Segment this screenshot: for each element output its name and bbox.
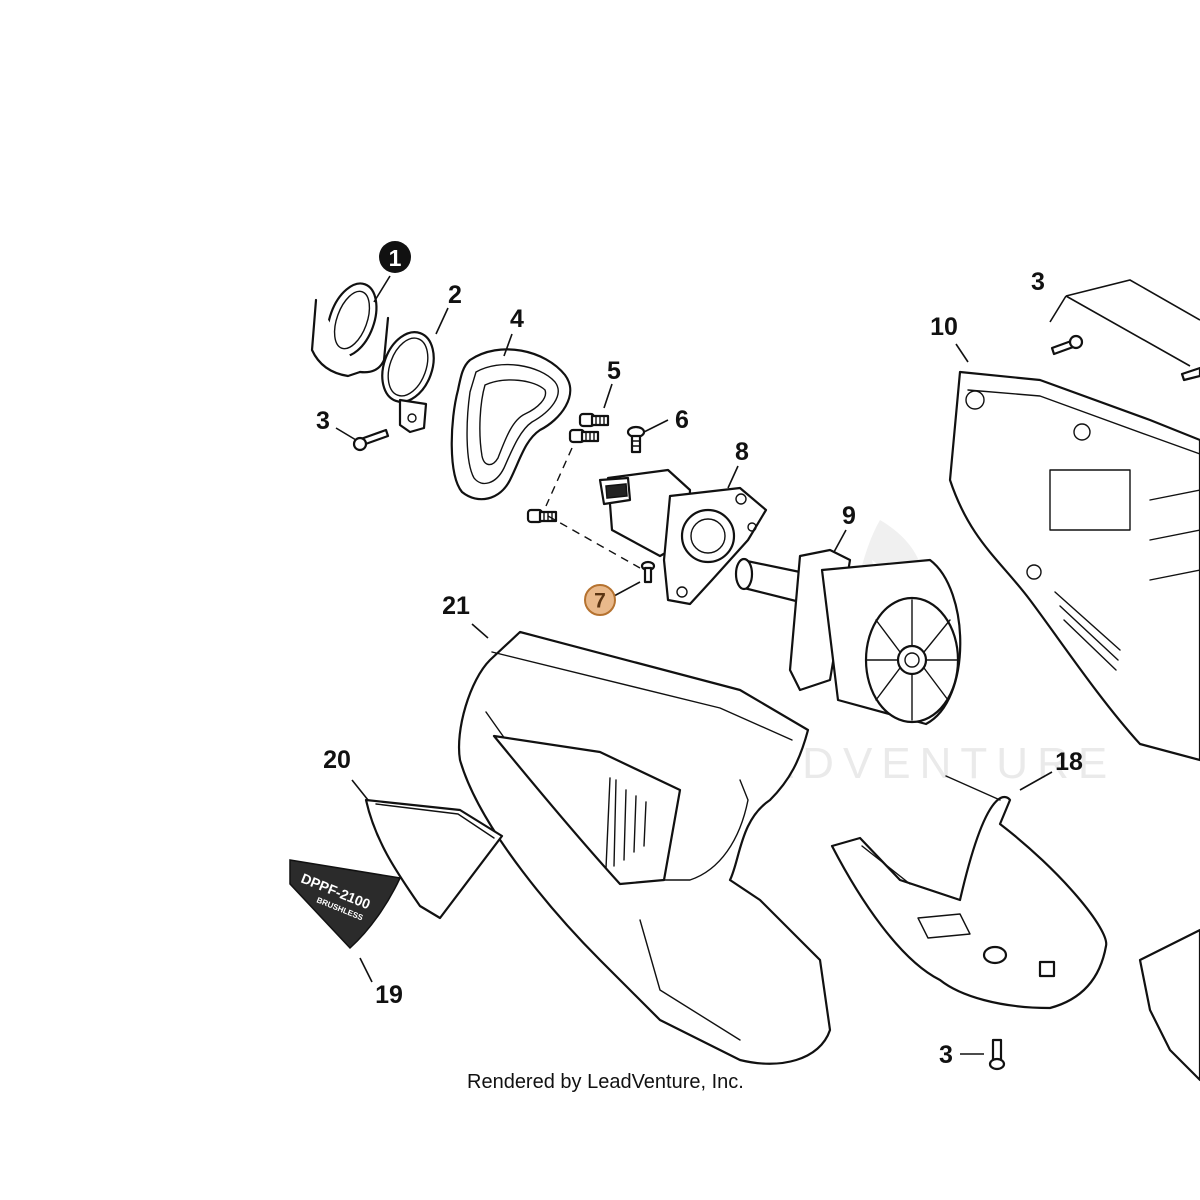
callout-10[interactable]: 10 [930,313,958,341]
callout-5[interactable]: 5 [607,357,621,385]
callout-20[interactable]: 20 [323,746,351,774]
render-credit: Rendered by LeadVenture, Inc. [467,1071,744,1093]
callout-2[interactable]: 2 [448,281,462,309]
callout-7-highlighted[interactable]: 7 [584,584,616,616]
callout-1[interactable]: 1 [379,241,411,273]
callout-21[interactable]: 21 [442,592,470,620]
callout-3-top[interactable]: 3 [1031,268,1045,296]
leader-lines [335,275,1200,1055]
part-2-clamp[interactable] [373,325,443,434]
part-1-sleeve[interactable] [310,277,390,378]
svg-text:1: 1 [389,245,402,271]
callout-18[interactable]: 18 [1055,748,1083,776]
part-9-motor[interactable] [734,548,962,726]
part-6-screw[interactable] [626,425,646,454]
part-3-screw-left[interactable] [352,428,390,452]
screw [526,508,558,524]
part-7-screw[interactable] [640,560,656,584]
callout-9[interactable]: 9 [842,502,856,530]
part-19-decal[interactable]: DPPF-2100 BRUSHLESS [289,859,402,950]
callouts: 1 2 3 3 3 4 5 6 7 8 9 10 18 19 20 21 [316,241,1083,1069]
part-8-bracket[interactable] [598,468,768,606]
svg-text:7: 7 [594,590,606,613]
part-4-filter[interactable] [450,348,572,501]
callout-19[interactable]: 19 [375,981,403,1009]
callout-6[interactable]: 6 [675,406,689,434]
part-3-screw-bottom[interactable] [988,1038,1006,1071]
part-20-cover[interactable] [364,798,504,920]
screw [578,412,610,428]
part-3-screw-top[interactable] [1050,334,1200,382]
part-21-housing-shell[interactable] [458,630,832,1065]
part-18-lower-cover[interactable] [830,775,1108,1010]
callout-3-left[interactable]: 3 [316,407,330,435]
screw [568,428,600,444]
callout-8[interactable]: 8 [735,438,749,466]
callout-4[interactable]: 4 [510,305,524,333]
callout-3-bottom[interactable]: 3 [939,1041,953,1069]
partial-part-edge [1138,928,1200,1082]
part-10-housing[interactable] [948,370,1200,762]
